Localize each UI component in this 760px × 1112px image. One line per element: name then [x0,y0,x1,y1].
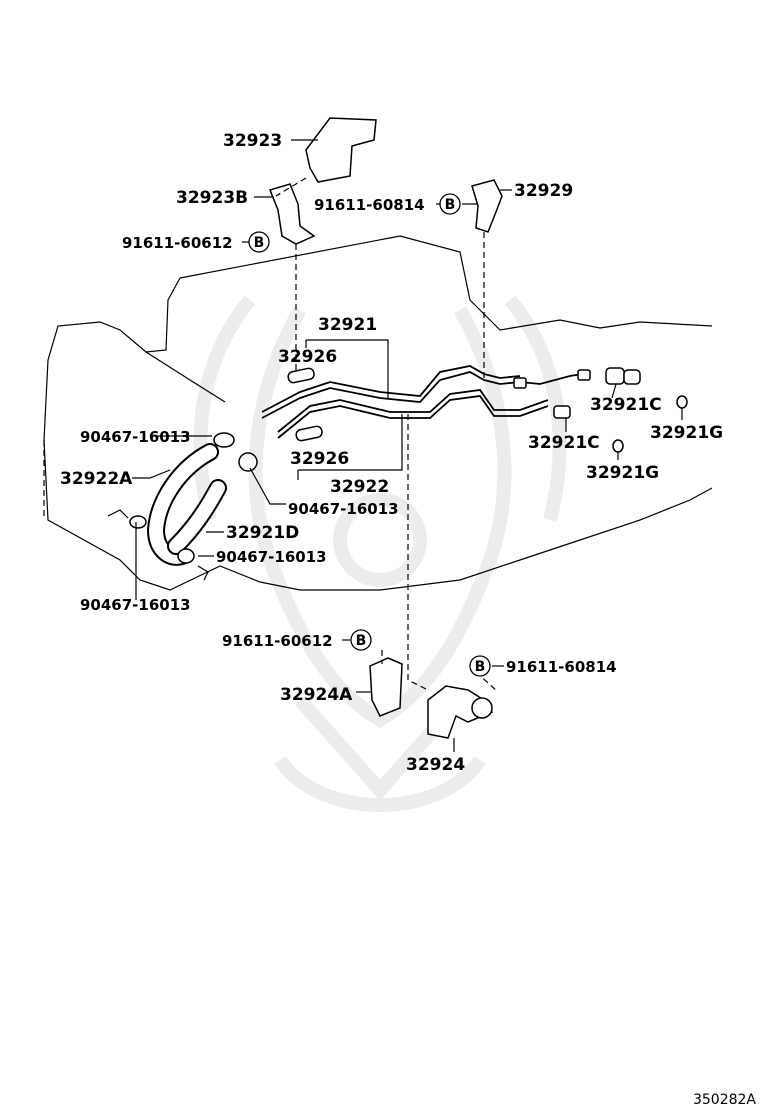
label-32921g-mid: 32921G [586,463,659,483]
label-32922: 32922 [330,477,389,497]
label-90467-16013-d: 90467-16013 [80,596,191,614]
label-32924: 32924 [406,755,465,775]
label-91611-60814-top: 91611-60814 [314,196,425,214]
svg-text:B: B [445,197,456,213]
label-32921d: 32921D [226,523,299,543]
label-91611-60814-bottom: 91611-60814 [506,658,617,676]
hose-clamps [107,432,258,581]
brackets [268,117,503,739]
label-91611-60612-top: 91611-60612 [122,234,233,252]
label-32926-bottom: 32926 [290,449,349,469]
leader-lines [132,139,683,752]
label-32922a: 32922A [60,469,133,489]
badge-b-bottom-left: B [350,629,372,651]
label-32926-top: 32926 [278,347,337,367]
badge-b-top-right: B [439,193,461,215]
label-32924a: 32924A [280,685,353,705]
label-32923: 32923 [223,131,282,151]
label-90467-16013-b: 90467-16013 [288,500,399,518]
badge-b-bottom-right: B [469,655,491,677]
badge-b-top-left: B [248,231,270,253]
engine-outline [43,235,713,591]
label-32921c-right: 32921C [590,395,662,415]
fuel-lines [261,365,583,439]
b-badges: B B B B [248,193,491,677]
svg-text:B: B [254,235,265,251]
diagram-reference-code: 350282A [693,1092,756,1108]
label-91611-60612-bottom: 91611-60612 [222,632,333,650]
svg-text:B: B [475,659,486,675]
label-90467-16013-a: 90467-16013 [80,428,191,446]
label-32921g-right: 32921G [650,423,723,443]
label-90467-16013-c: 90467-16013 [216,548,327,566]
svg-text:B: B [356,633,367,649]
label-32921c-mid: 32921C [528,433,600,453]
tubes-32926 [287,367,323,442]
part-labels: 32923 32923B 91611-60612 91611-60814 329… [60,131,723,775]
label-32921: 32921 [318,315,377,335]
fittings [513,367,688,453]
label-32929: 32929 [514,181,573,201]
label-32923b: 32923B [176,188,248,208]
hose-32922a [146,443,227,566]
